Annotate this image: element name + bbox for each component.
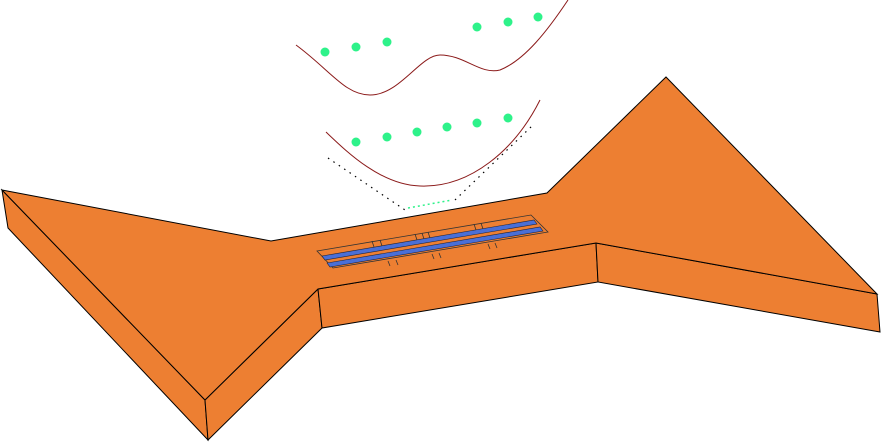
ion-dot (442, 122, 452, 132)
ion-dot (351, 42, 361, 52)
ion-dot (472, 22, 482, 32)
ion-dot (503, 113, 513, 123)
ion-dot (412, 127, 422, 137)
lower-ion-row (351, 113, 513, 147)
ion-dot (320, 47, 330, 57)
electrode-rail-lower (326, 226, 544, 268)
electrode-rail-upper (321, 219, 538, 261)
ion-dot (351, 137, 361, 147)
trap-slab (0, 76, 881, 442)
ion-chain-projection (407, 199, 453, 209)
upper-ion-row (320, 12, 543, 57)
left-projection-line (327, 157, 406, 211)
segment-ticks (371, 222, 498, 267)
ion-dot (472, 118, 482, 128)
upper-potential-curve (295, 0, 569, 96)
lower-potential-curve (325, 99, 541, 187)
electrode-region (316, 214, 549, 269)
ion-dot (382, 132, 392, 142)
ion-dot (503, 17, 513, 27)
ion-dot (533, 12, 543, 22)
right-projection-line (454, 124, 534, 201)
ion-dot (382, 37, 392, 47)
